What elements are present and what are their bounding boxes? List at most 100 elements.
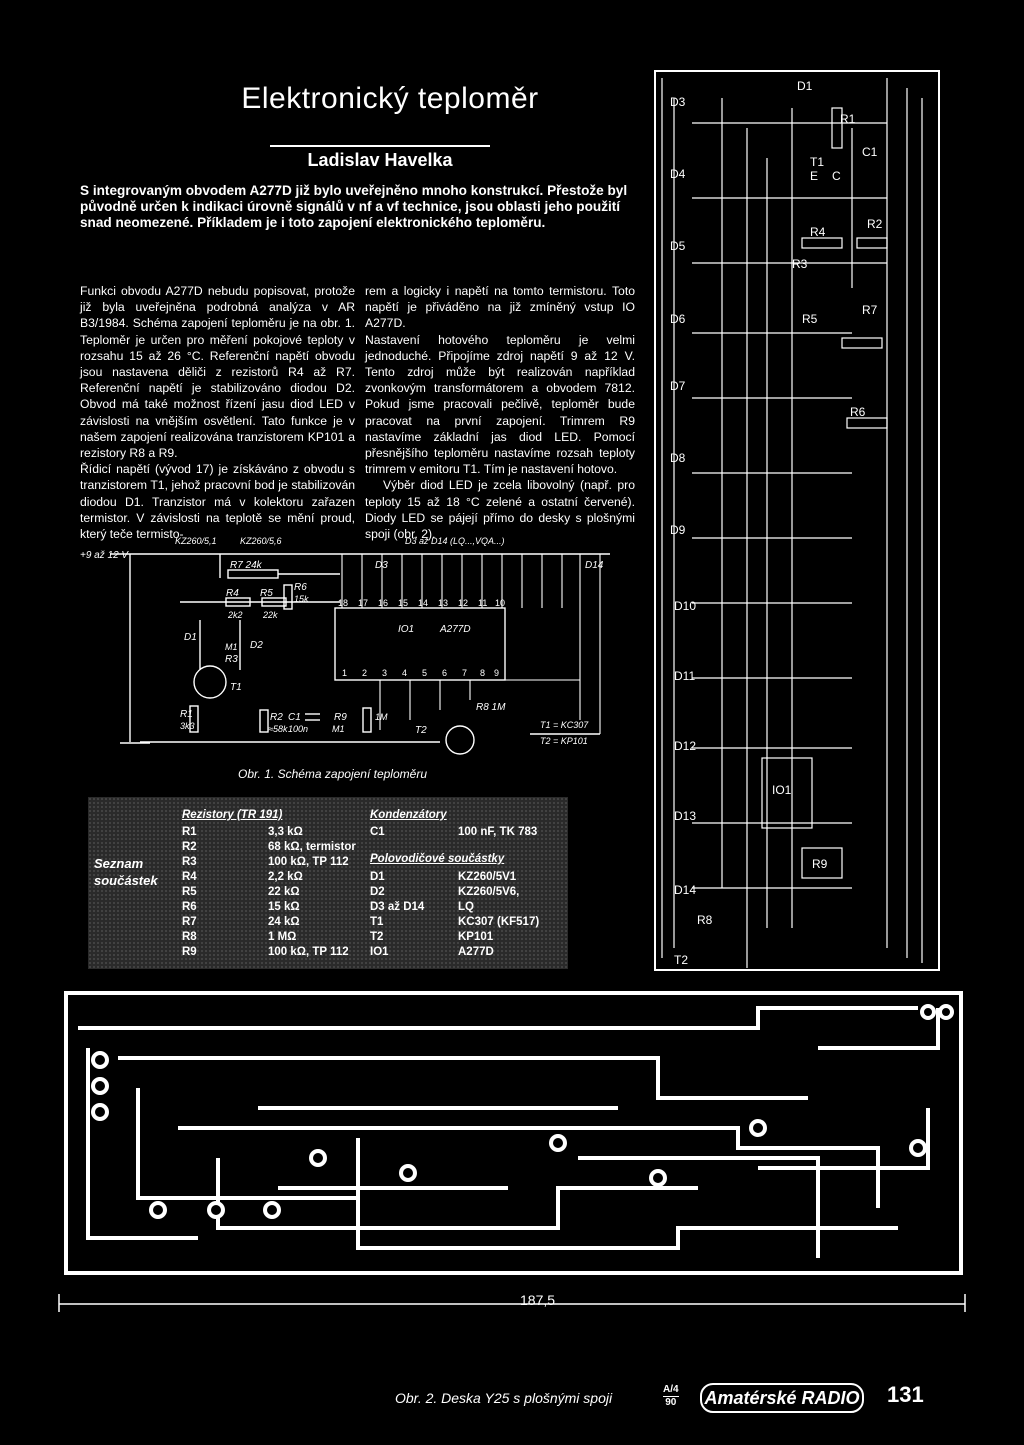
- part-value: 3,3 kΩ: [268, 826, 303, 838]
- d2-type-label: KZ260/5,6: [240, 536, 282, 546]
- part-value: LQ: [458, 901, 474, 913]
- r6-label: R6: [294, 582, 307, 593]
- author-rule: [270, 145, 490, 147]
- parts-heading: Seznam součástek: [94, 856, 158, 888]
- r4-value: 2k2: [227, 610, 243, 620]
- article-author: Ladislav Havelka: [307, 150, 453, 170]
- pcb-label: R8: [697, 913, 713, 927]
- t2-label: T2: [415, 725, 427, 736]
- paragraph: Funkci obvodu A277D nebudu popisovat, pr…: [80, 284, 355, 461]
- r6-value: 15k: [294, 594, 309, 604]
- part-name: C1: [370, 826, 385, 838]
- part-name: R8: [182, 931, 197, 943]
- pcb-label: D5: [670, 239, 686, 253]
- led-type-label: D3 až D14 (LQ...,VQA...): [405, 536, 505, 546]
- r5-label: R5: [260, 588, 273, 599]
- pcb-label: D9: [670, 523, 686, 537]
- article-title: Elektronický teploměr: [241, 82, 539, 115]
- part-name: R2: [182, 841, 197, 853]
- ic-pins-bottom: 1 2 3 4 5 6 7 8 9: [342, 668, 499, 678]
- pcb-label: C: [832, 169, 841, 183]
- pin-label: 14: [418, 598, 428, 608]
- parts-list: Seznam součástek Rezistory (TR 191) R1 3…: [88, 797, 568, 969]
- pcb-label: D11: [674, 669, 695, 683]
- part-name: R1: [182, 826, 197, 838]
- issue-bottom: 90: [665, 1397, 677, 1408]
- pcb-label: D13: [674, 809, 696, 823]
- pin-label: 13: [438, 598, 448, 608]
- part-value: 22 kΩ: [268, 886, 300, 898]
- semiconductors-header: Polovodičové součástky: [370, 853, 505, 865]
- d1-type-label: KZ260/5,1: [175, 536, 217, 546]
- pcb-label: D8: [670, 451, 686, 465]
- pin-label: 16: [378, 598, 388, 608]
- part-value: 24 kΩ: [268, 916, 300, 928]
- part-name: T2: [370, 931, 384, 943]
- pcb-label: R1: [840, 112, 856, 126]
- pin-label: 1: [342, 668, 347, 678]
- ic-label: IO1: [398, 624, 414, 635]
- pin-label: 4: [402, 668, 407, 678]
- pcb-label: D6: [670, 312, 686, 326]
- pcb-label: R3: [792, 257, 808, 271]
- pin-label: 3: [382, 668, 387, 678]
- paragraph: rem a logicky i napětí na tomto termisto…: [365, 284, 635, 331]
- part-value: KP101: [458, 931, 494, 943]
- r4-label: R4: [226, 588, 239, 599]
- r1-label: R1: [180, 709, 193, 720]
- part-name: D1: [370, 871, 385, 883]
- pcb-label: IO1: [772, 783, 792, 797]
- pcb-label: R4: [810, 225, 826, 239]
- part-value: 100 kΩ, TP 112: [268, 856, 349, 868]
- pin-label: 17: [358, 598, 368, 608]
- pcb-label: R6: [850, 405, 866, 419]
- pin-label: 18: [338, 598, 348, 608]
- pcb-label: D4: [670, 167, 686, 181]
- d1-label: D1: [184, 632, 197, 643]
- c1-label: C1: [288, 712, 301, 723]
- part-name: R4: [182, 871, 197, 883]
- pin-label: 7: [462, 668, 467, 678]
- pin-label: 9: [494, 668, 499, 678]
- pin-label: 2: [362, 668, 367, 678]
- d2-label: D2: [250, 640, 263, 651]
- text-column-2: rem a logicky i napětí na tomto termisto…: [365, 283, 635, 542]
- pin-label: 11: [478, 598, 487, 608]
- part-value: KZ260/5V1: [458, 871, 517, 883]
- pcb-labels: D1 R1 C1 D3 T1 E C D4 R4 R2 D5 R3 D6 R5 …: [670, 79, 883, 967]
- r5-value: 22k: [262, 610, 278, 620]
- part-value: KC307 (KF517): [458, 916, 540, 928]
- pcb-component-side: D1 R1 C1 D3 T1 E C D4 R4 R2 D5 R3 D6 R5 …: [654, 70, 940, 971]
- part-name: R5: [182, 886, 197, 898]
- part-name: R6: [182, 901, 197, 913]
- t2-note: T2 = KP101: [540, 736, 588, 746]
- part-name: R7: [182, 916, 197, 928]
- pcb-dimension: 187,5: [520, 1292, 556, 1308]
- part-name: T1: [370, 916, 384, 928]
- part-value: 2,2 kΩ: [268, 871, 303, 883]
- pcb-label: T1: [810, 155, 824, 169]
- pin-label: 15: [398, 598, 408, 608]
- d14-label: D14: [585, 560, 604, 571]
- t1-label: T1: [230, 682, 242, 693]
- resistors-header: Rezistory (TR 191): [182, 809, 283, 821]
- r7-label: R7 24k: [230, 560, 263, 571]
- issue-number: A/4 90: [663, 1384, 679, 1409]
- pcb-label: D7: [670, 379, 686, 393]
- text-column-1: Funkci obvodu A277D nebudu popisovat, pr…: [80, 283, 355, 542]
- r9-value: M1: [332, 724, 345, 734]
- circuit-schematic: KZ260/5,1 KZ260/5,6 D3 až D14 (LQ...,VQA…: [80, 536, 610, 781]
- m1-label: M1: [225, 642, 238, 652]
- ic-type: A277D: [439, 624, 471, 635]
- page-number: 131: [887, 1382, 924, 1407]
- part-name: R3: [182, 856, 197, 868]
- pcb-dimension-line: [58, 1294, 966, 1312]
- pcb-label: D10: [674, 599, 696, 613]
- t1-note: T1 = KC307: [540, 720, 589, 730]
- d3-label: D3: [375, 560, 388, 571]
- pcb-copper-side: [64, 991, 963, 1275]
- pcb-caption: Obr. 2. Deska Y25 s plošnými spoji: [395, 1390, 613, 1406]
- part-name: R9: [182, 946, 197, 958]
- part-value: 15 kΩ: [268, 901, 300, 913]
- part-name: IO1: [370, 946, 389, 958]
